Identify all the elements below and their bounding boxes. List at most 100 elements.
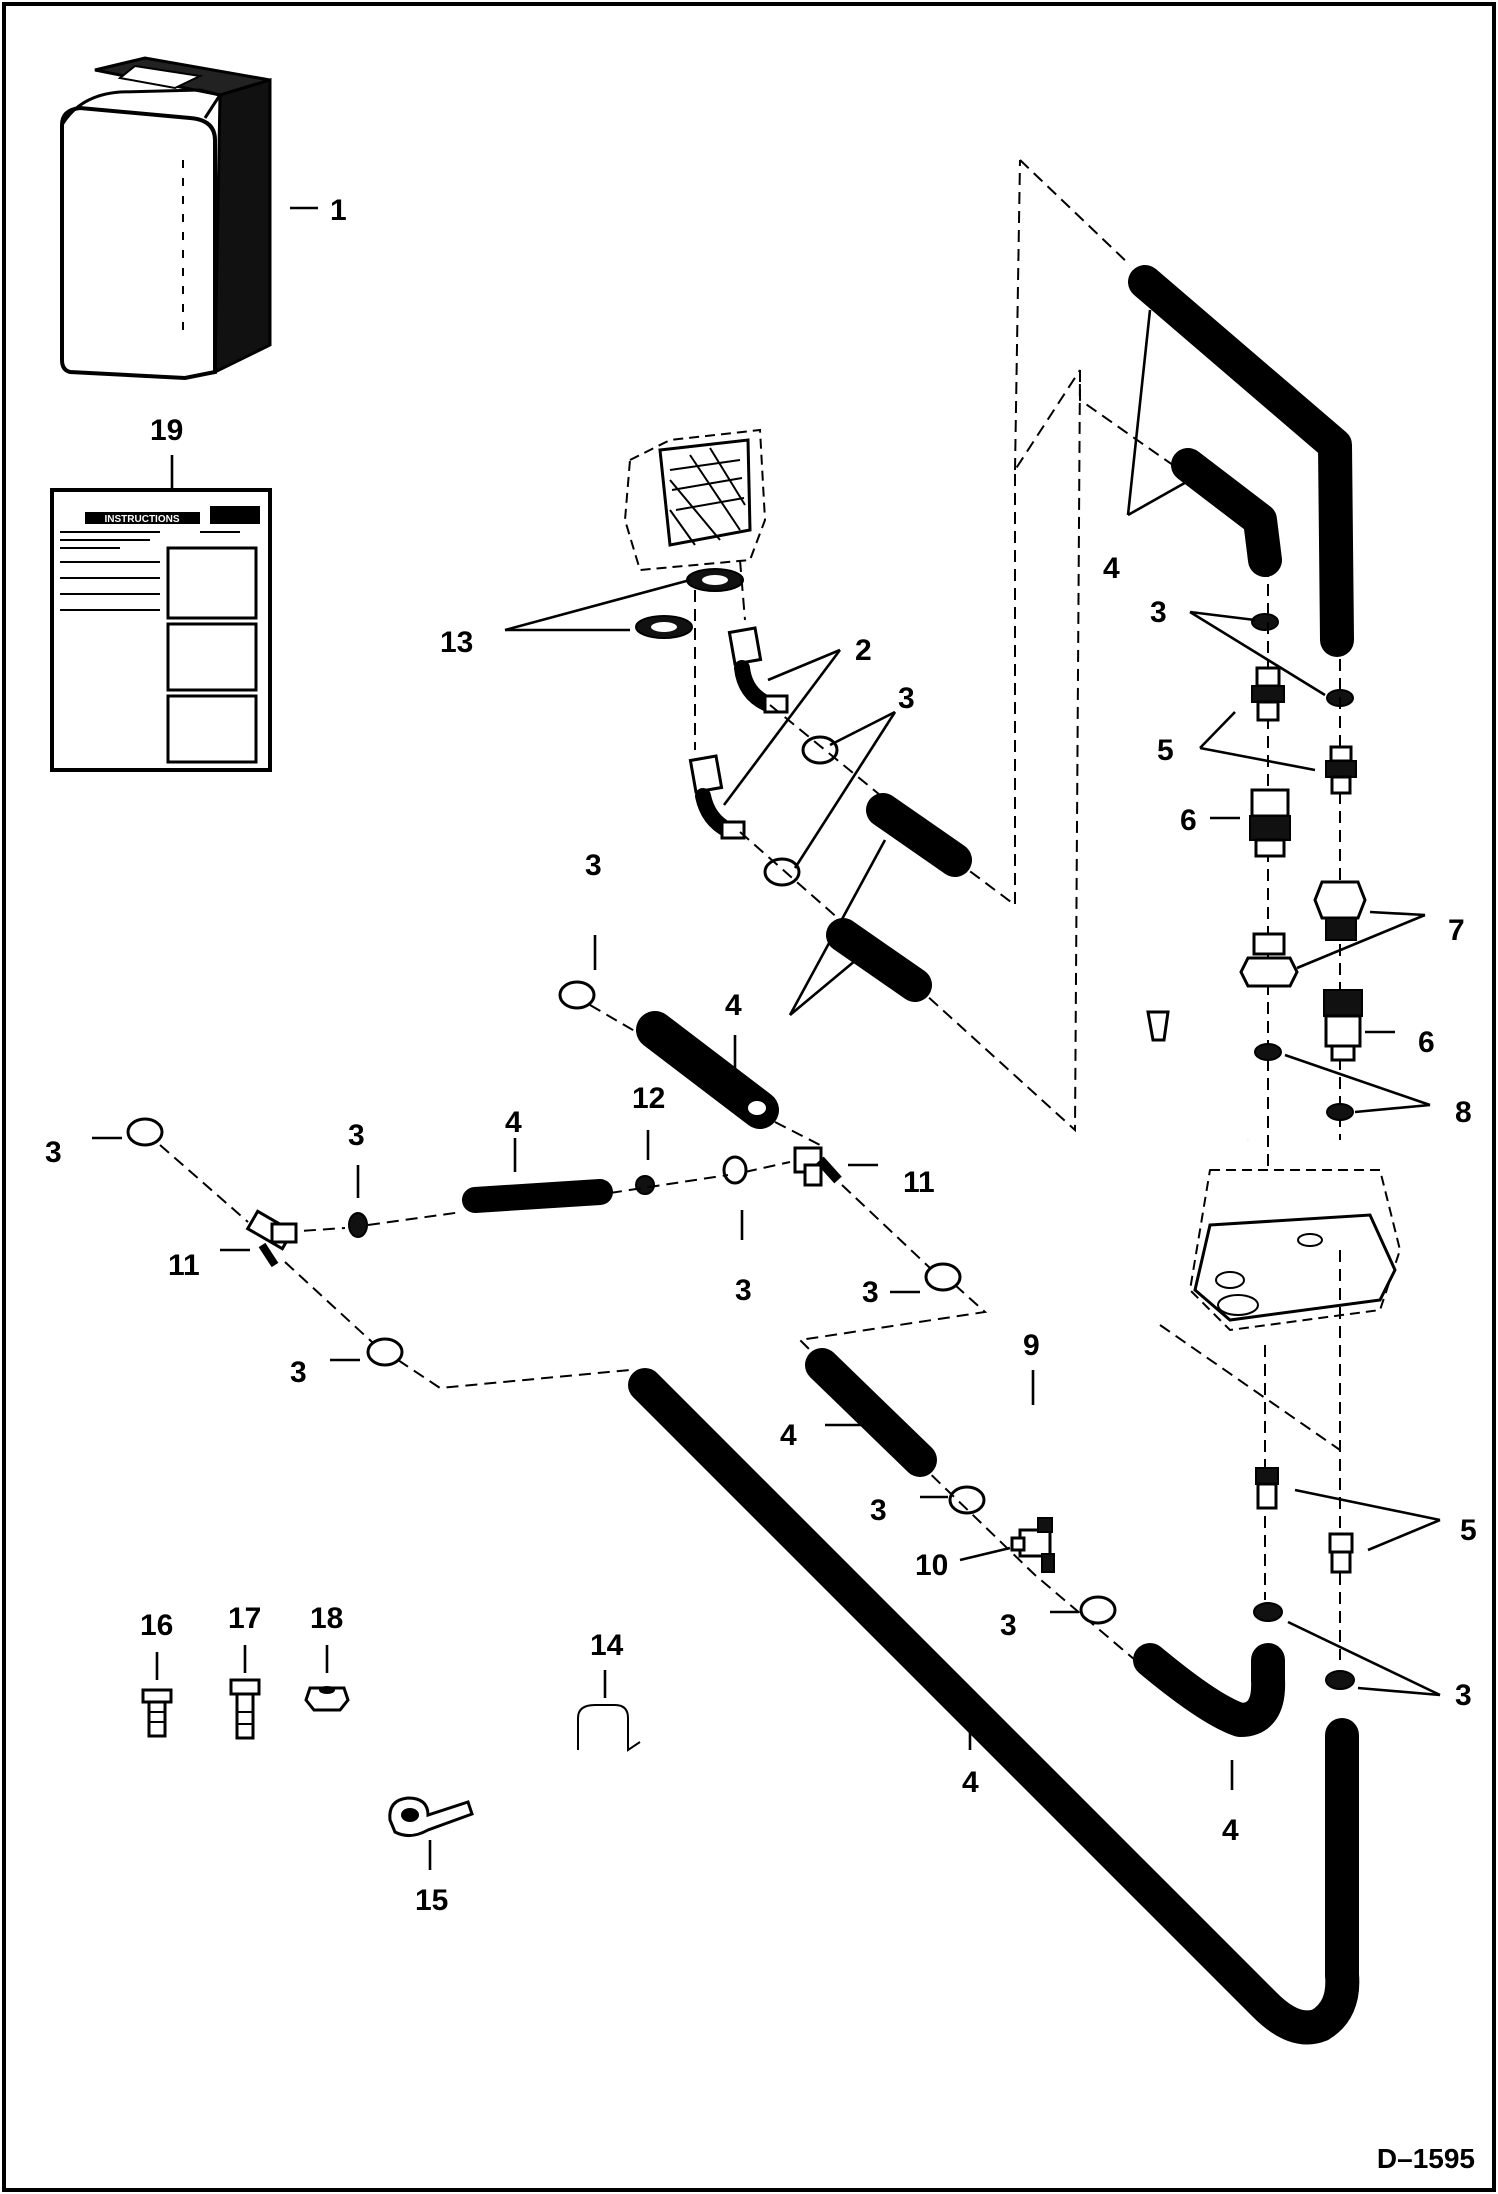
part-10-drain-valve — [1010, 1517, 1055, 1573]
leader-8a — [1284, 1053, 1431, 1107]
leader-4-mid-a — [788, 839, 887, 1016]
callout-15: 15 — [415, 1884, 448, 1917]
leader-8b — [1354, 1103, 1431, 1114]
part-3-clamp-left-bottom — [366, 1337, 404, 1367]
callout-3-right-bottom: 3 — [1455, 1679, 1472, 1712]
callout-3-mid: 3 — [585, 849, 602, 882]
leader-3a — [829, 710, 896, 747]
part-7-coupler-b — [1239, 932, 1299, 988]
part-4-hose-horizontal — [462, 1179, 613, 1213]
part-3-clamp-right-a — [1251, 613, 1279, 631]
callout-18: 18 — [310, 1602, 343, 1635]
part-6-coupler-a — [1249, 788, 1291, 858]
part-3-clamp-mid-a — [558, 980, 596, 1010]
dash-box-right — [739, 559, 746, 621]
leader-5-bottom-b — [1367, 1518, 1441, 1552]
part-18-nut — [304, 1686, 350, 1712]
leader-3-lower-b — [1357, 1686, 1441, 1697]
part-16-bolt — [141, 1688, 173, 1738]
leader-13a — [504, 578, 691, 632]
callout-14: 14 — [590, 1629, 624, 1662]
callout-4-long-bottom: 4 — [962, 1766, 979, 1799]
part-3-clamp-drain-a — [948, 1485, 986, 1515]
callout-12: 12 — [632, 1082, 665, 1115]
leader-3b — [793, 711, 897, 869]
dash-drain — [917, 1461, 1136, 1661]
leader-3-right-a — [1189, 610, 1256, 622]
part-15-loop-clamp — [388, 1796, 474, 1837]
leader-5-bottom-a — [1294, 1488, 1441, 1522]
callout-9: 9 — [1023, 1329, 1040, 1362]
leader-4-top-a — [1126, 309, 1152, 516]
callout-3-right-top: 3 — [1150, 596, 1167, 629]
heater-core-connector — [623, 428, 767, 572]
dash-route-b — [914, 369, 1081, 1133]
part-11-tee-right — [793, 1146, 842, 1187]
dash-left-b — [284, 1261, 373, 1343]
dash-left-a — [159, 1144, 249, 1223]
part-19-manual: INSTRUCTIONS — [50, 488, 272, 772]
callout-1: 1 — [330, 194, 347, 227]
dash-tee-right — [841, 1184, 931, 1269]
callout-5-top: 5 — [1157, 734, 1174, 767]
part-3-clamp-lower-a — [1253, 1602, 1283, 1622]
part-12-plug — [635, 1175, 655, 1195]
dash-hose-a — [769, 704, 881, 796]
callout-2: 2 — [855, 634, 872, 667]
callout-4-top: 4 — [1103, 552, 1120, 585]
callout-5-bottom: 5 — [1460, 1514, 1477, 1547]
part-4-hose-long-bottom — [628, 1368, 1360, 2045]
cable-upper — [1159, 1039, 1249, 1177]
callout-7: 7 — [1448, 914, 1465, 947]
part-9-cable — [951, 1329, 1168, 1521]
part-2-elbow-upper — [727, 626, 789, 714]
part-4-hose-short-a — [866, 793, 972, 877]
leader-5-top-a — [1199, 711, 1236, 749]
dash-route-a — [954, 369, 1081, 907]
callout-4-horizontal: 4 — [505, 1106, 522, 1139]
part-11-tee-left — [245, 1209, 298, 1268]
dash-h-c — [609, 1174, 729, 1194]
part-3-clamp-horizontal — [348, 1212, 368, 1238]
leader-2b — [722, 649, 842, 806]
callout-16: 16 — [140, 1609, 173, 1642]
part-4-hose-bend-top — [1171, 448, 1282, 577]
part-14-clip — [577, 1704, 641, 1752]
dash-tee-right-b — [797, 1284, 988, 1363]
leader-4-top-b — [1127, 478, 1191, 517]
callout-3-left-top: 3 — [45, 1136, 62, 1169]
callout-6-a: 6 — [1180, 804, 1197, 837]
callout-17: 17 — [228, 1602, 261, 1635]
part-3-clamp-center — [722, 1155, 748, 1185]
leader-4-mid-b — [789, 949, 869, 1016]
dash-mid-b — [774, 1121, 821, 1146]
dash-route-c — [1019, 159, 1131, 266]
callout-3-tee-right: 3 — [862, 1276, 879, 1309]
callout-3-center: 3 — [735, 1274, 752, 1307]
callout-6-b: 6 — [1418, 1026, 1435, 1059]
dash-cable — [1159, 1324, 1341, 1451]
callout-4-drain: 4 — [780, 1419, 797, 1452]
part-4-hose-drain — [805, 1348, 937, 1477]
part-2-elbow-lower — [688, 754, 746, 840]
part-1-case — [60, 56, 272, 381]
callout-3-horizontal: 3 — [348, 1119, 365, 1152]
part-5-nipple-bottom-b — [1328, 1532, 1354, 1574]
part-3-clamp-b — [763, 857, 801, 887]
leader-10 — [959, 1546, 1011, 1562]
dash-h-d — [744, 1161, 791, 1173]
callout-11-right: 11 — [903, 1166, 935, 1199]
callout-4-mid: 4 — [725, 989, 742, 1022]
part-17-bolt — [229, 1678, 261, 1740]
part-5-nipple-top-b — [1325, 745, 1357, 795]
part-4-hose-long-top — [1128, 265, 1354, 657]
part-5-nipple-top-a — [1251, 666, 1285, 722]
part-3-clamp-drain-b — [1079, 1595, 1117, 1625]
part-8-oring-b — [1326, 1103, 1354, 1121]
drawing-code: D–1595 — [1377, 2143, 1475, 2174]
valve-bracket-plate — [1188, 1169, 1402, 1332]
dash-left-c — [397, 1359, 641, 1390]
